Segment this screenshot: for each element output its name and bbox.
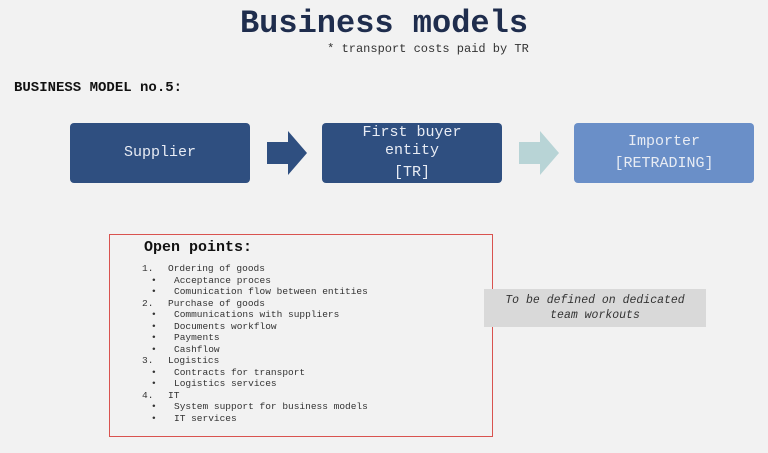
open-point-sublist: • Acceptance proces • Comunication flow bet…	[142, 275, 368, 298]
open-point-subitem: • Cashflow	[142, 344, 368, 356]
open-point-item: 3. Logistics • Contracts for transport • Logi…	[142, 355, 368, 390]
open-point-subitem-label: Payments	[174, 332, 220, 343]
bullet-icon: •	[151, 366, 157, 378]
open-points-list: 1. Ordering of goods • Acceptance proces • Co…	[142, 263, 368, 424]
open-point-item: 2. Purchase of goods • Communications with …	[142, 298, 368, 356]
open-point-subitem-label: Comunication flow between entities	[174, 286, 368, 297]
open-point-sublist: • System support for business models • IT s…	[142, 401, 368, 424]
open-point-number: 4.	[142, 389, 154, 401]
open-point-subitem-label: Cashflow	[174, 343, 220, 355]
bullet-icon: •	[151, 286, 157, 297]
arrow-right-icon	[519, 131, 559, 175]
bullet-icon: •	[151, 274, 157, 286]
open-point-subitem: • Acceptance proces	[142, 275, 368, 287]
open-point-subitem-label: Documents workflow	[174, 320, 277, 332]
supplier-label: Supplier	[123, 144, 196, 161]
open-point-sublist: • Contracts for transport • Logistics servi…	[142, 367, 368, 390]
bullet-icon: •	[151, 412, 157, 424]
first-buyer-line2: entity	[384, 142, 439, 159]
first-buyer-box: First buyer entity [TR]	[322, 123, 502, 183]
open-point-label: Ordering of goods	[168, 263, 265, 274]
note-box: To be defined on dedicated team workouts	[484, 289, 706, 327]
open-point-subitem: • IT services	[142, 413, 368, 425]
open-point-subitem-label: Acceptance proces	[174, 274, 271, 286]
open-point-subitem-label: Logistics services	[174, 378, 277, 389]
open-point-subitem: • System support for business models	[142, 401, 368, 413]
importer-line2: [RETRADING]	[614, 155, 714, 172]
open-point-subitem: • Communications with suppliers	[142, 309, 368, 321]
open-point-item: 1. Ordering of goods • Acceptance proces • Co…	[142, 263, 368, 298]
first-buyer-line3: [TR]	[393, 164, 430, 181]
open-point-number: 3.	[142, 355, 154, 366]
open-point-subitem: • Comunication flow between entities	[142, 286, 368, 298]
open-point-subitem: • Payments	[142, 332, 368, 344]
open-points-box: Open points: 1. Ordering of goods • Accepta…	[109, 234, 493, 437]
bullet-icon: •	[151, 320, 157, 332]
note-line1: To be defined on dedicated	[505, 294, 685, 307]
open-point-sublist: • Communications with suppliers • Documents…	[142, 309, 368, 355]
open-point-label: IT	[168, 389, 180, 401]
model-label: BUSINESS MODEL no.5:	[14, 80, 183, 96]
bullet-icon: •	[151, 332, 157, 343]
bullet-icon: •	[151, 343, 157, 355]
open-points-title: Open points:	[144, 239, 253, 256]
arrow-right-icon	[267, 131, 307, 175]
open-point-subitem-label: IT services	[174, 412, 237, 424]
open-point-number: 2.	[142, 297, 154, 309]
bullet-icon: •	[151, 309, 157, 320]
importer-line1: Importer	[627, 133, 700, 150]
open-point-subitem: • Documents workflow	[142, 321, 368, 333]
note-line2: team workouts	[550, 309, 640, 322]
open-point-label: Purchase of goods	[168, 297, 265, 309]
open-point-subitem-label: Contracts for transport	[174, 366, 306, 378]
open-point-item: 4.IT•System support for business models•…	[142, 390, 368, 425]
supplier-box: Supplier	[70, 123, 250, 183]
open-point-number: 1.	[142, 263, 154, 274]
page-title: Business models	[239, 5, 529, 42]
importer-box: Importer [RETRADING]	[574, 123, 754, 183]
open-point-subitem: • Contracts for transport	[142, 367, 368, 379]
open-point-subitem: • Logistics services	[142, 378, 368, 390]
bullet-icon: •	[151, 378, 157, 389]
open-point-label: Logistics	[168, 355, 220, 366]
first-buyer-line1: First buyer	[362, 124, 462, 141]
open-point-subitem-label: System support for business models	[174, 401, 368, 412]
bullet-icon: •	[151, 401, 157, 412]
open-point-subitem-label: Communications with suppliers	[174, 309, 340, 320]
page-subtitle: * transport costs paid by TR	[327, 42, 529, 56]
